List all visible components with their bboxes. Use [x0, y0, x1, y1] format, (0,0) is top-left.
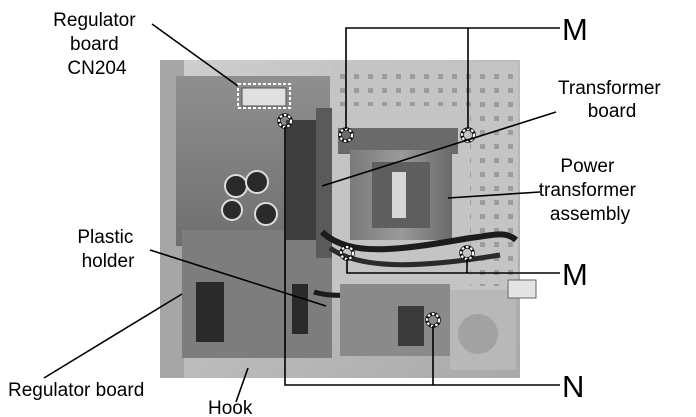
leader-m-bottom	[346, 259, 560, 274]
transformer-label	[392, 172, 406, 218]
leader-power-transformer	[447, 191, 541, 199]
leader-lines	[43, 23, 560, 403]
capacitor	[221, 199, 243, 221]
dark-block	[292, 284, 308, 334]
cn204-connector	[241, 87, 287, 107]
bottom-module	[340, 284, 450, 356]
round-part	[458, 314, 498, 354]
cn204-dashed-box	[237, 83, 291, 109]
leader-m-top	[345, 27, 560, 129]
dark-block	[196, 282, 224, 342]
label-hook: Hook	[208, 398, 253, 417]
capacitor	[254, 202, 278, 226]
leader-hook	[235, 367, 249, 403]
leader-n	[284, 127, 560, 386]
leader-plastic-holder	[149, 249, 327, 307]
vent-holes-top	[340, 66, 480, 106]
label-regulator-board-cn204: Regulator board CN204	[53, 10, 141, 79]
label-regulator-board: Regulator board	[8, 380, 144, 401]
label-plastic-holder: Plastic holder	[77, 227, 138, 272]
label-power-transformer-assembly: Power transformer assembly	[539, 156, 641, 225]
connector-strip	[398, 306, 424, 346]
leader-cn204	[151, 23, 239, 87]
side-connector	[507, 279, 537, 299]
label-n: N	[562, 369, 584, 404]
leader-regulator-board	[43, 293, 183, 379]
capacitor	[245, 170, 269, 194]
heatsink	[286, 120, 316, 240]
label-transformer-board: Transformer board	[558, 78, 666, 122]
label-m-top: M	[562, 12, 588, 47]
leader-transformer-board	[321, 111, 557, 187]
bracket	[316, 108, 332, 258]
label-m-bottom: M	[562, 257, 588, 292]
capacitor	[224, 174, 248, 198]
labels: Regulator board CN204 M Transformer boar…	[8, 10, 666, 417]
unit-photo	[160, 60, 537, 378]
